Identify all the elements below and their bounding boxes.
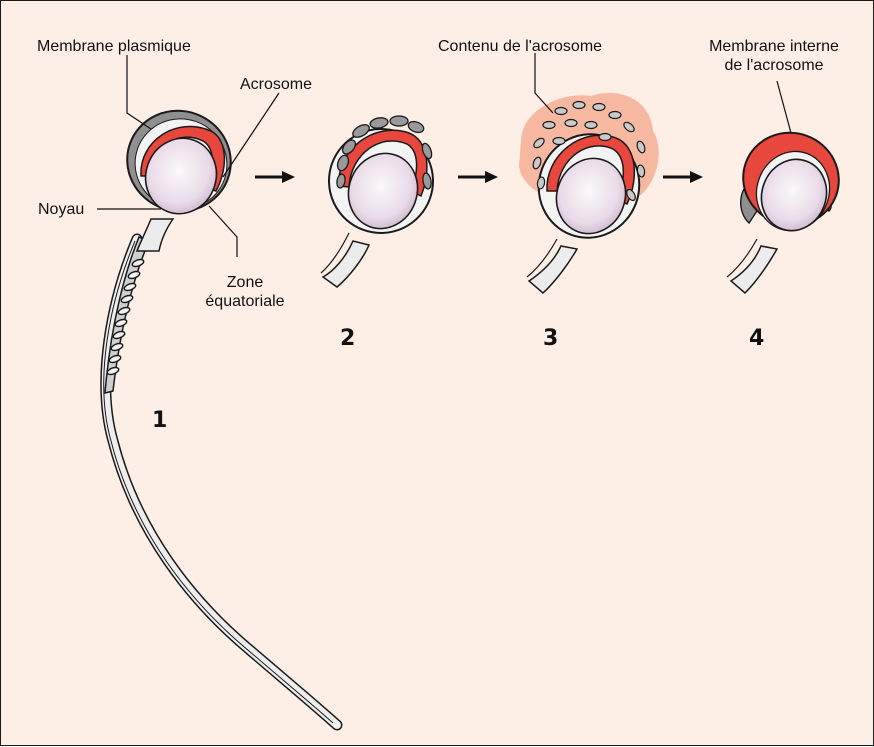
label-contenu-acrosome: Contenu de l'acrosome: [438, 37, 602, 56]
label-membrane-interne-line1: Membrane interne: [701, 37, 847, 56]
label-noyau: Noyau: [38, 200, 84, 219]
arrow-1-2: [255, 171, 295, 183]
label-zone-equatoriale: Zone équatoriale: [197, 273, 293, 311]
sperm-stage-1: [104, 96, 337, 725]
sperm-stage-3: [519, 93, 659, 293]
label-membrane-interne: Membrane interne de l'acrosome: [701, 37, 847, 75]
label-membrane-interne-line2: de l'acrosome: [701, 56, 847, 75]
stage-number-4: 4: [749, 328, 764, 350]
arrow-2-3: [458, 171, 498, 183]
arrow-3-4: [663, 171, 703, 183]
label-acrosome: Acrosome: [240, 75, 312, 94]
label-zone-line2: équatoriale: [197, 292, 293, 311]
sperm-tail: [106, 239, 337, 725]
stage-number-1: 1: [152, 410, 167, 432]
label-zone-line1: Zone: [197, 273, 293, 292]
stage-number-2: 2: [340, 328, 355, 350]
sperm-stage-4: [727, 119, 852, 293]
label-membrane-plasmique: Membrane plasmique: [37, 37, 191, 56]
sperm-stage-2: [314, 114, 447, 287]
stage-number-3: 3: [543, 328, 558, 350]
